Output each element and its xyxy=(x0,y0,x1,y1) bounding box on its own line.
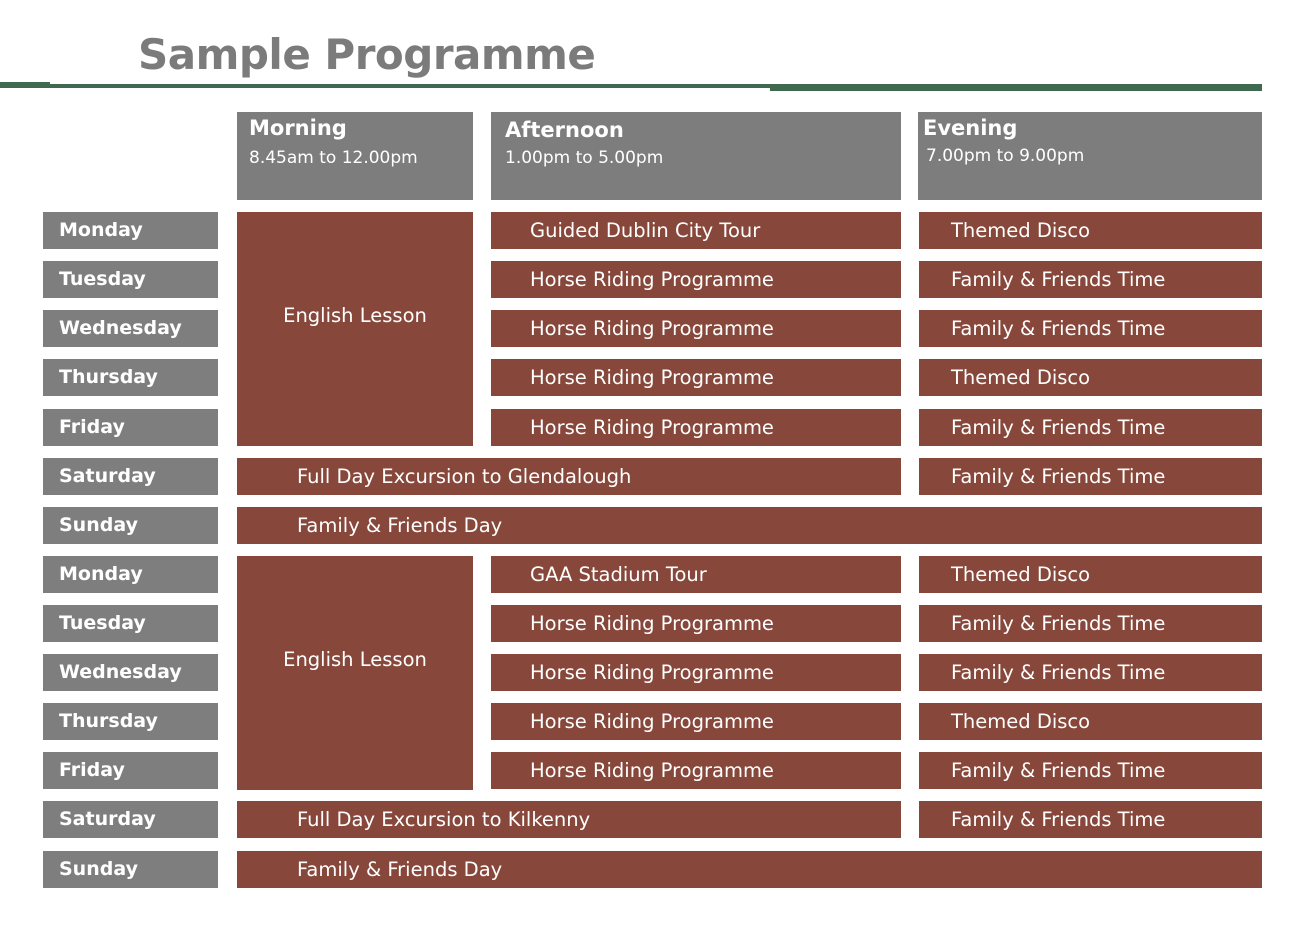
excursion-activity: Full Day Excursion to Glendalough xyxy=(237,458,901,495)
evening-activity: Family & Friends Time xyxy=(919,752,1262,789)
day-label: Wednesday xyxy=(43,310,218,347)
morning-header-time: 8.45am to 12.00pm xyxy=(249,148,418,168)
day-label: Friday xyxy=(43,752,218,789)
afternoon-activity: Horse Riding Programme xyxy=(491,261,901,298)
day-label: Monday xyxy=(43,212,218,249)
day-label: Wednesday xyxy=(43,654,218,691)
evening-activity: Themed Disco xyxy=(919,212,1262,249)
evening-activity: Family & Friends Time xyxy=(919,409,1262,446)
day-label: Saturday xyxy=(43,801,218,838)
day-label: Friday xyxy=(43,409,218,446)
afternoon-activity: GAA Stadium Tour xyxy=(491,556,901,593)
evening-activity: Family & Friends Time xyxy=(919,605,1262,642)
sunday-activity: Family & Friends Day xyxy=(237,507,1262,544)
day-label: Sunday xyxy=(43,507,218,544)
evening-activity: Family & Friends Time xyxy=(919,261,1262,298)
morning-activity-block: English Lesson xyxy=(237,212,473,446)
evening-activity: Family & Friends Time xyxy=(919,654,1262,691)
morning-activity-block: English Lesson xyxy=(237,556,473,790)
evening-activity: Themed Disco xyxy=(919,703,1262,740)
title-divider-left xyxy=(0,82,50,88)
sunday-activity: Family & Friends Day xyxy=(237,851,1262,888)
day-label: Tuesday xyxy=(43,261,218,298)
evening-header: Evening 7.00pm to 9.00pm xyxy=(918,112,1262,200)
page-title: Sample Programme xyxy=(138,30,596,79)
afternoon-activity: Horse Riding Programme xyxy=(491,310,901,347)
title-divider-middle xyxy=(50,84,770,88)
afternoon-header-time: 1.00pm to 5.00pm xyxy=(505,148,664,168)
afternoon-activity: Horse Riding Programme xyxy=(491,359,901,396)
excursion-activity: Full Day Excursion to Kilkenny xyxy=(237,801,901,838)
afternoon-activity: Horse Riding Programme xyxy=(491,605,901,642)
morning-activity-label: English Lesson xyxy=(283,648,427,671)
day-label: Sunday xyxy=(43,851,218,888)
evening-activity: Themed Disco xyxy=(919,556,1262,593)
day-label: Tuesday xyxy=(43,605,218,642)
morning-activity-label: English Lesson xyxy=(283,304,427,327)
evening-activity: Family & Friends Time xyxy=(919,458,1262,495)
evening-activity: Themed Disco xyxy=(919,359,1262,396)
afternoon-header: Afternoon 1.00pm to 5.00pm xyxy=(491,112,901,200)
day-label: Monday xyxy=(43,556,218,593)
evening-header-title: Evening xyxy=(923,116,1018,140)
afternoon-header-title: Afternoon xyxy=(505,118,624,142)
evening-header-time: 7.00pm to 9.00pm xyxy=(926,146,1085,166)
day-label: Saturday xyxy=(43,458,218,495)
morning-header: Morning 8.45am to 12.00pm xyxy=(237,112,473,200)
afternoon-activity: Horse Riding Programme xyxy=(491,752,901,789)
afternoon-activity: Guided Dublin City Tour xyxy=(491,212,901,249)
day-label: Thursday xyxy=(43,359,218,396)
day-label: Thursday xyxy=(43,703,218,740)
evening-activity: Family & Friends Time xyxy=(919,801,1262,838)
afternoon-activity: Horse Riding Programme xyxy=(491,409,901,446)
title-divider-right xyxy=(770,84,1262,91)
morning-header-title: Morning xyxy=(249,116,347,140)
afternoon-activity: Horse Riding Programme xyxy=(491,654,901,691)
afternoon-activity: Horse Riding Programme xyxy=(491,703,901,740)
evening-activity: Family & Friends Time xyxy=(919,310,1262,347)
